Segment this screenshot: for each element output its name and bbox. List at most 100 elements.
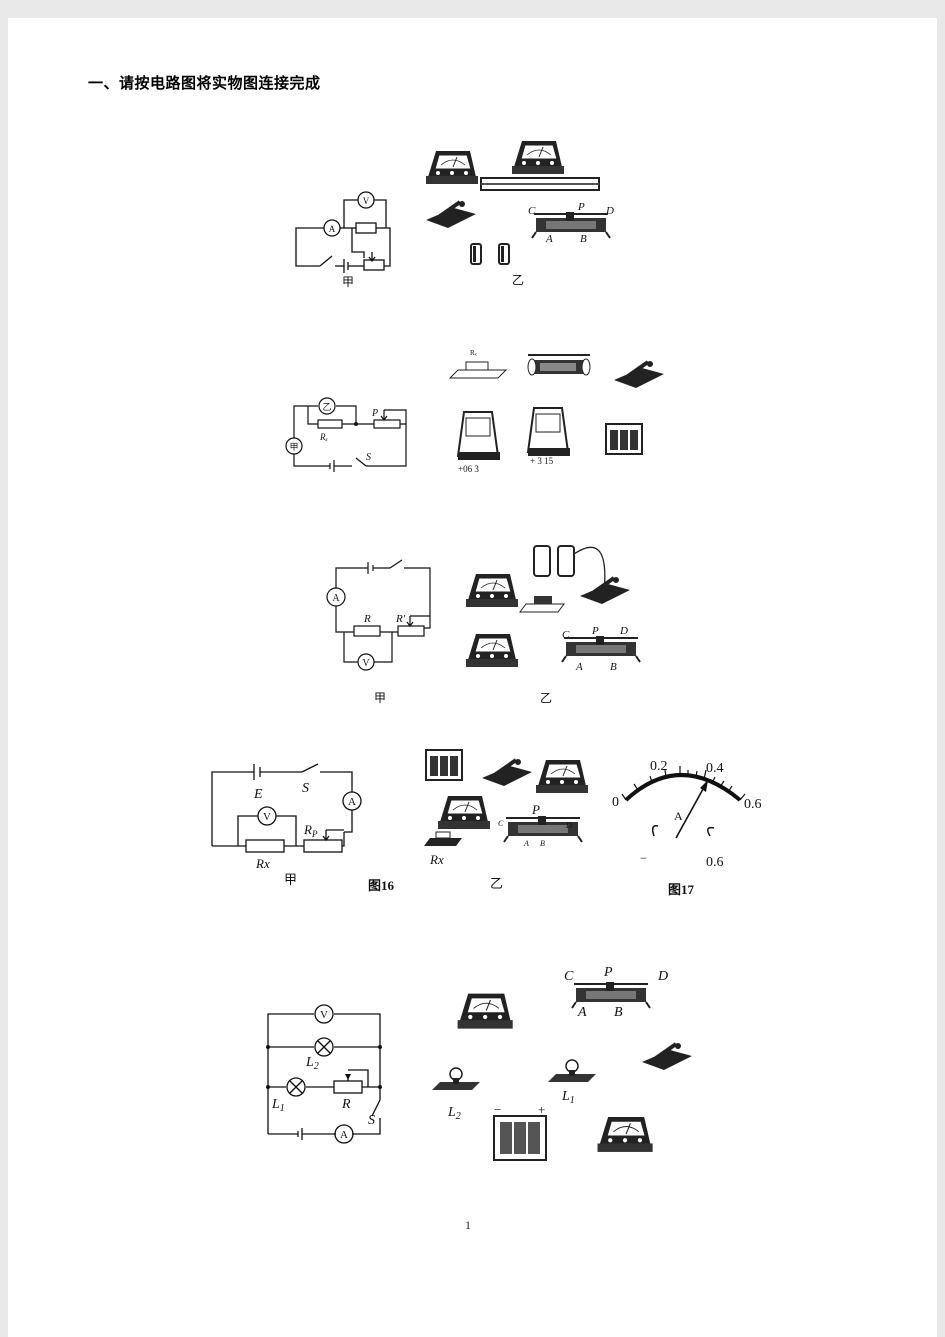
figure-5: V A L2 L1 R S C P D A B L2 L1 − + (266, 965, 694, 1161)
ammeter-icon-5 (596, 1116, 654, 1153)
caption-left-3: 甲 (374, 691, 386, 705)
caption-right-3: 乙 (540, 691, 552, 705)
caption-left: 甲 (342, 275, 354, 289)
phys-l2: L (447, 1105, 456, 1120)
ammeter-icon (425, 150, 479, 185)
label-l2-sub: 2 (314, 1061, 319, 1072)
label-rx: Rₓ (319, 432, 328, 442)
rheo-p-4: P (531, 802, 540, 817)
gauge-term: 0.6 (706, 855, 724, 870)
figure-1: A V 甲 C P D A B 乙 (295, 140, 614, 289)
caption-mid-4: 乙 (490, 876, 503, 891)
svg-text:L1: L1 (271, 1097, 285, 1114)
switch-icon-4 (480, 757, 534, 788)
rheo-a-3: A (575, 661, 583, 673)
battery-minus: − (494, 1102, 501, 1117)
resistor-r-icon-3 (519, 596, 565, 613)
lamp-l2-icon (431, 1067, 481, 1091)
rheo-c-3: C (562, 629, 570, 641)
rheo-b-5: B (614, 1005, 623, 1020)
label-rp: R (303, 822, 312, 837)
rheostat-icon (531, 211, 611, 239)
gauge-minus: − (640, 851, 647, 865)
label-e: E (253, 787, 263, 802)
caption-right: 乙 (512, 273, 524, 287)
ammeter-icon-3 (465, 573, 519, 608)
voltmeter-icon (511, 140, 565, 175)
circuit-diagram-4 (211, 763, 362, 853)
voltmeter-terminals: + 3 15 (530, 456, 554, 466)
lamp-l1-icon (547, 1059, 597, 1083)
meter-label-z: 乙 (322, 402, 331, 412)
switch-icon (424, 199, 478, 230)
rheo-d-3: D (619, 625, 628, 637)
meter-label-v: V (363, 196, 370, 206)
gauge-unit: A (674, 809, 683, 823)
rheo-d-5: D (657, 969, 668, 984)
cell-icon (498, 243, 510, 265)
meter-label-a-5: A (340, 1129, 348, 1141)
meter-label-a: A (329, 224, 336, 234)
label-s: S (366, 452, 371, 463)
label-l2: L (305, 1055, 314, 1070)
rheo-p: P (577, 201, 585, 213)
rheo-a-4: A (523, 839, 529, 848)
rheo-a: A (545, 233, 553, 245)
label-s-5: S (368, 1113, 375, 1128)
phys-rx-label: Rₓ (470, 349, 478, 357)
rheo-p-3: P (591, 625, 599, 637)
circuit-diagram-3 (326, 559, 431, 671)
svg-text:L2: L2 (305, 1055, 319, 1072)
figure-4: A V E S RP Rx 甲 图16 Rx C P D A B 乙 (211, 749, 762, 897)
rheo-c-4: C (498, 819, 504, 828)
meter-label-a-3: A (332, 593, 340, 604)
rheo-b: B (580, 233, 587, 245)
rheostat-icon-2 (527, 354, 591, 376)
label-r-prime: R′ (395, 613, 406, 625)
label-p: P (371, 408, 378, 419)
phys-l2-sub: 2 (456, 1111, 461, 1122)
phys-rx-4: Rx (429, 852, 444, 867)
rheostat-icon-3 (561, 635, 641, 663)
meter-label-a-4: A (348, 796, 356, 808)
svg-text:RP: RP (303, 822, 318, 839)
page-number: 1 (465, 1218, 471, 1232)
cells-icon-3 (533, 545, 606, 593)
gauge-tick-06: 0.6 (744, 797, 762, 812)
voltmeter-icon-3 (465, 633, 519, 668)
label-l1-sub: 1 (280, 1103, 285, 1114)
figure-2: 乙 甲 Rₓ P S Rₓ +06 3 + 3 15 (285, 349, 666, 474)
ammeter-icon-4 (535, 759, 589, 794)
circuit-diagram-5 (267, 1004, 381, 1144)
voltmeter-icon-4 (437, 795, 491, 830)
rheo-c: C (528, 205, 536, 217)
figure-3: A V R R′ 甲 C P D A B 乙 (326, 545, 641, 705)
caption-left-4: 甲 (284, 872, 297, 887)
gauge-tick-02: 0.2 (650, 759, 668, 774)
ammeter-terminals: +06 3 (458, 464, 479, 474)
phys-l1-sub: 1 (570, 1095, 575, 1106)
rheo-a-5: A (577, 1005, 587, 1020)
resistor-rx-icon-4 (424, 831, 462, 846)
svg-text:L2: L2 (447, 1105, 461, 1122)
battery-icon-2 (605, 423, 643, 455)
rheo-d: D (605, 205, 614, 217)
phys-l1: L (561, 1089, 570, 1104)
rheo-c-5: C (564, 969, 574, 984)
meter-label-v-5: V (320, 1009, 328, 1021)
resistor-rx-icon (448, 361, 508, 379)
rheo-b-4: B (540, 839, 545, 848)
gauge-tick-04: 0.4 (706, 761, 724, 776)
voltmeter-icon-5 (457, 993, 514, 1030)
switch-icon-2 (612, 359, 666, 390)
circuit-diagram-1 (295, 191, 391, 273)
label-r-5: R (341, 1097, 351, 1112)
meter-label-j: 甲 (289, 442, 298, 452)
ammeter-icon-2 (456, 411, 500, 460)
meter-label-v-4: V (263, 811, 271, 823)
label-r: R (363, 613, 371, 625)
label-rp-sub: P (311, 829, 318, 839)
circuit-diagram-2 (285, 397, 407, 472)
fig17-label: 图17 (668, 882, 695, 897)
